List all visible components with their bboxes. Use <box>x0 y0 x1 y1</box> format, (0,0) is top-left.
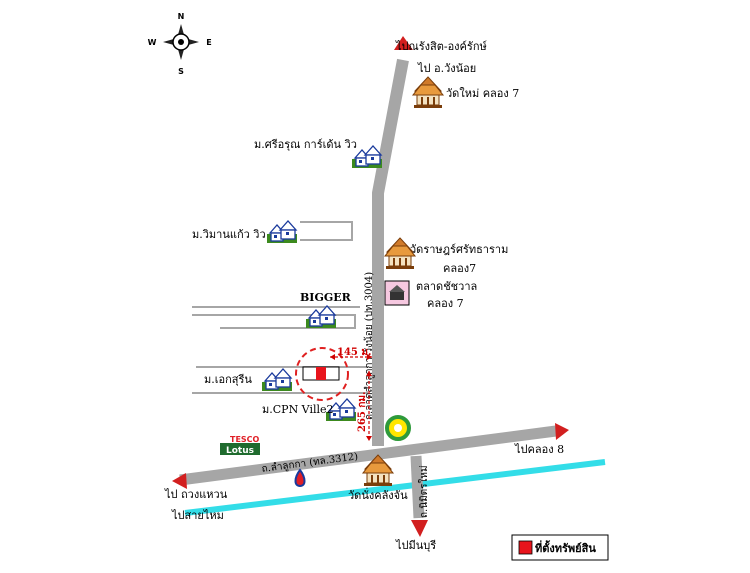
road-main-vertical <box>372 58 409 446</box>
direction-west-label-2: ไปสายไหม <box>171 509 224 522</box>
dist-arrow-right-icon <box>367 354 372 360</box>
temple-rat-label-2: คลอง7 <box>443 262 476 275</box>
arrows <box>172 36 569 537</box>
dist-arrow-left-icon <box>330 354 335 360</box>
village-ek-icon <box>261 368 293 392</box>
lotus-label: Lotus <box>226 446 254 456</box>
gas-station-icon <box>294 468 306 488</box>
direction-south-label: ไปมีนบุรี <box>395 539 436 552</box>
arrow-north-icon <box>394 36 413 50</box>
bigger-label: BIGGER <box>300 291 352 304</box>
temple-rat-label-1: วัดราษฎร์ศรัทธาราม <box>410 243 508 256</box>
direction-west-label-1: ไป ถวงแหวน <box>164 488 228 501</box>
village-viman-icon <box>266 220 298 244</box>
compass-north: N <box>178 12 185 21</box>
road-main-horizontal-label: ถ.ลำลูกกา (ทล.3312) <box>261 451 359 475</box>
compass-icon: N S E W <box>148 12 212 76</box>
property-radius-circle <box>295 347 349 401</box>
legend-property-label: ที่ตั้งทรัพย์สิน <box>535 540 596 555</box>
tesco-label: TESCO <box>230 435 260 444</box>
compass-west: W <box>148 38 157 47</box>
road-main-horizontal <box>179 425 557 486</box>
arrow-south-icon <box>411 520 428 537</box>
village-viman-label: ม.วิมานแก้ว วิว <box>192 228 266 241</box>
village-ek-label: ม.เอกสุรีน <box>204 373 252 386</box>
market-label-2: คลอง 7 <box>427 297 464 310</box>
property-marker-icon <box>316 367 326 380</box>
distance-vertical-label: 265 กม. <box>357 392 368 432</box>
temple-south-label: วัดนั่งคลังจัน <box>348 487 408 502</box>
dist-arrow-down-icon <box>366 436 372 441</box>
dist-arrow-up-icon <box>366 371 372 376</box>
compass-south: S <box>178 67 184 76</box>
road-south-label: ถ.นิมิตรใหม่ <box>418 465 430 518</box>
tesco-lotus-logo: TESCO Lotus <box>220 435 260 456</box>
market-icon <box>384 280 410 306</box>
road-main-vertical-label: ถ.ลาดสำลูกกา-วังน้อย (ปท.3004) <box>363 272 375 420</box>
temple-north-label: วัดใหม่ คลอง 7 <box>446 87 519 100</box>
compass-east: E <box>206 38 211 47</box>
road-south <box>410 455 425 519</box>
legend: ที่ตั้งทรัพย์สิน <box>511 534 609 561</box>
canal <box>184 459 606 516</box>
distance-horizontal-label: 145 ม. <box>337 347 371 358</box>
village-sriroon-label: ม.ศรีอรุณ การ์เด้น วิว <box>254 138 357 151</box>
side-roads <box>192 221 368 394</box>
arrow-east-icon <box>555 423 569 440</box>
legend-property-swatch <box>518 540 533 555</box>
village-bigger-icon <box>305 305 337 329</box>
direction-north-label-2: ไป อ.วังน้อย <box>417 62 476 75</box>
direction-east-label: ไปคลอง 8 <box>514 443 564 456</box>
market-label-1: ตลาดชัชวาล <box>416 280 477 293</box>
temple-north-icon <box>412 76 444 109</box>
direction-north-label-1: ไปณรังสิต-องค์รักษ์ <box>395 40 487 53</box>
village-cpn-label: ม.CPN Ville2 <box>262 403 334 416</box>
arrow-west-icon <box>172 473 187 489</box>
distance-lines <box>330 356 372 440</box>
bp-logo-icon <box>385 415 411 441</box>
